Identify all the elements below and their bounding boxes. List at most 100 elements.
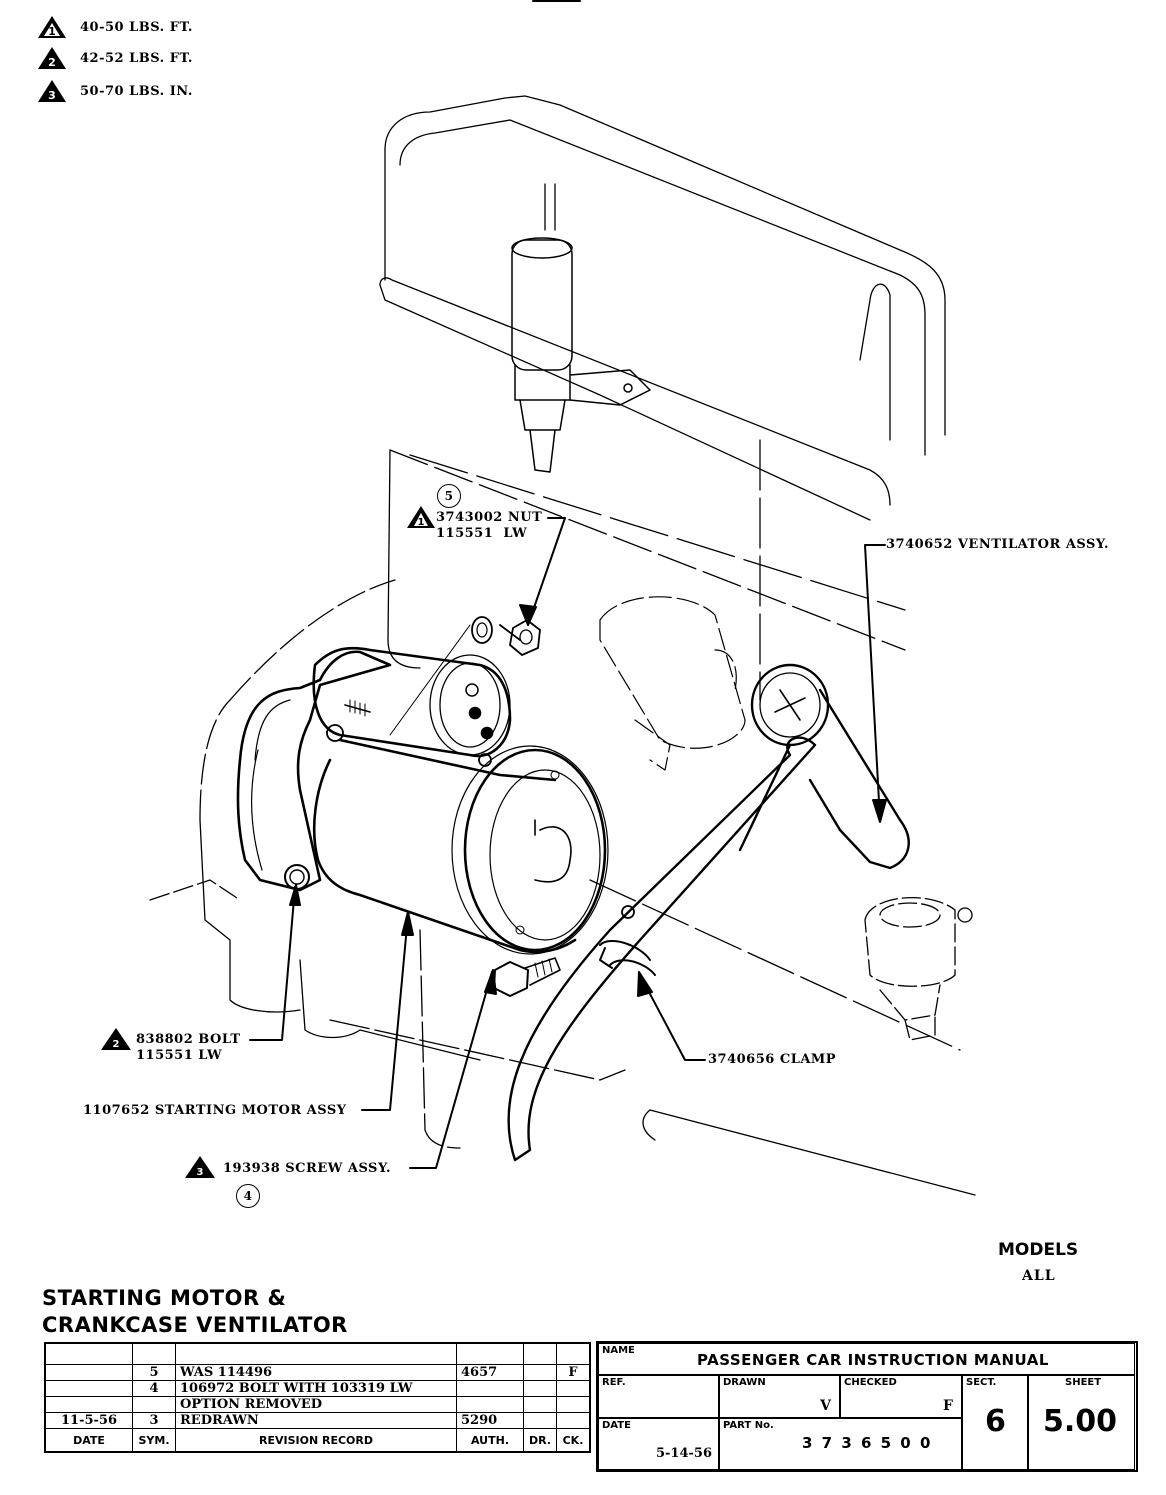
bolt-callout-line1: 838802 BOLT [136, 1032, 241, 1047]
part-number-cell: PART No. 3 7 3 6 5 0 0 [719, 1418, 962, 1470]
torque-legend-item: 1 40-50 LBS. FT. [36, 14, 193, 40]
table-row: 4 106972 BOLT WITH 103319 LW [44, 1380, 591, 1397]
svg-text:1: 1 [418, 517, 425, 528]
rev-ck: F [556, 1364, 591, 1381]
date-cell: DATE 5-14-56 [598, 1418, 719, 1470]
rev-desc [175, 1342, 457, 1365]
rev-desc: REDRAWN [175, 1412, 457, 1429]
nut-callout-line2: 115551 LW [436, 526, 528, 541]
rev-desc: 106972 BOLT WITH 103319 LW [175, 1380, 457, 1397]
part-number-value: 3 7 3 6 5 0 0 [802, 1434, 933, 1452]
rev-auth: 5290 [456, 1412, 524, 1429]
header-dr: DR. [523, 1428, 557, 1453]
torque-spec: 40-50 LBS. FT. [80, 19, 193, 35]
name-value: PASSENGER CAR INSTRUCTION MANUAL [697, 1351, 1049, 1369]
ventilator-callout: 3740652 VENTILATOR ASSY. [886, 537, 1110, 552]
checked-cell: CHECKED F [840, 1375, 962, 1418]
name-label: NAME [602, 1345, 635, 1356]
rev-dr [523, 1364, 557, 1381]
nut-callout-line1: 3743002 NUT [436, 510, 543, 525]
svg-text:1: 1 [48, 25, 56, 38]
bolt-callout: 838802 BOLT 115551 LW [136, 1032, 241, 1064]
table-row: OPTION REMOVED [44, 1396, 591, 1413]
bolt-callout-line2: 115551 LW [136, 1048, 223, 1063]
nut-callout: 3743002 NUT 115551 LW [436, 510, 542, 542]
rev-desc: OPTION REMOVED [175, 1396, 457, 1413]
title-name-block: NAME PASSENGER CAR INSTRUCTION MANUAL RE… [596, 1341, 1138, 1472]
header-ck: CK. [556, 1428, 591, 1453]
section-label: SECT. [966, 1377, 997, 1388]
rev-desc: WAS 114496 [175, 1364, 457, 1381]
torque-legend-item: 3 50-70 LBS. IN. [36, 78, 193, 104]
sheet-cell: SHEET 5.00 [1028, 1375, 1135, 1470]
revision-circle-5: 5 [437, 484, 461, 508]
header-sym: SYM. [132, 1428, 176, 1453]
header-date: DATE [44, 1428, 133, 1453]
header-auth: AUTH. [456, 1428, 524, 1453]
svg-text:3: 3 [48, 89, 56, 102]
rev-sym: 4 [132, 1380, 176, 1397]
rev-sym [132, 1396, 176, 1413]
rev-ck [556, 1396, 591, 1413]
rev-ck [556, 1342, 591, 1365]
ref-cell: REF. [598, 1375, 719, 1418]
section-cell: SECT. 6 [962, 1375, 1028, 1470]
rev-date [44, 1396, 133, 1413]
models-value: ALL [1022, 1268, 1056, 1284]
drawing-title-line1: STARTING MOTOR & [42, 1286, 287, 1310]
torque-spec: 50-70 LBS. IN. [80, 83, 193, 99]
svg-text:2: 2 [113, 1039, 120, 1050]
torque-legend-item: 2 42-52 LBS. FT. [36, 45, 193, 71]
date-label: DATE [602, 1420, 631, 1431]
nut-and-lockwasher-drawing [389, 616, 541, 736]
rev-date: 11-5-56 [44, 1412, 133, 1429]
drawn-cell: DRAWN V [719, 1375, 840, 1418]
rev-auth [456, 1342, 524, 1365]
checked-label: CHECKED [844, 1377, 897, 1388]
name-cell: NAME PASSENGER CAR INSTRUCTION MANUAL [598, 1343, 1135, 1375]
starting-motor-drawing [236, 646, 609, 955]
rev-auth [456, 1380, 524, 1397]
starting-motor-callout: 1107652 STARTING MOTOR ASSY [83, 1103, 347, 1118]
rev-auth: 4657 [456, 1364, 524, 1381]
screw-callout: 193938 SCREW ASSY. [223, 1161, 392, 1176]
oil-filler-tube [511, 237, 651, 473]
ventilator-assembly-drawing [507, 663, 973, 1162]
clamp-callout: 3740656 CLAMP [708, 1052, 837, 1067]
checked-value: F [943, 1398, 953, 1414]
revision-record-table: 5 WAS 114496 4657 F 4 106972 BOLT WITH 1… [44, 1342, 591, 1453]
part-number-label: PART No. [723, 1420, 774, 1431]
sheet-label: SHEET [1065, 1377, 1102, 1388]
drawn-value: V [820, 1398, 831, 1414]
table-row [44, 1342, 591, 1365]
leader-lines [249, 517, 887, 1169]
header-revision-record: REVISION RECORD [175, 1428, 457, 1453]
sheet-value: 5.00 [1043, 1404, 1118, 1439]
torque-triangle-2-icon: 2 [36, 45, 68, 71]
torque-spec: 42-52 LBS. FT. [80, 50, 193, 66]
svg-text:2: 2 [48, 56, 56, 69]
engine-block-outline [149, 95, 976, 1196]
revision-circle-4: 4 [236, 1184, 260, 1208]
torque-triangle-3-icon: 3 [36, 78, 68, 104]
table-row: 5 WAS 114496 4657 F [44, 1364, 591, 1381]
section-value: 6 [985, 1404, 1006, 1439]
svg-text:3: 3 [197, 1167, 204, 1178]
rev-auth [456, 1396, 524, 1413]
bolt-torque-triangle-icon: 2 [100, 1027, 132, 1055]
models-label: MODELS [998, 1240, 1079, 1260]
torque-triangle-1-icon: 1 [36, 14, 68, 40]
rev-date [44, 1342, 133, 1365]
nut-torque-triangle-icon: 1 [406, 505, 436, 533]
rev-dr [523, 1380, 557, 1397]
screw-assembly-drawing [493, 957, 561, 997]
date-value: 5-14-56 [655, 1446, 712, 1461]
drawing-title: STARTING MOTOR & CRANKCASE VENTILATOR [42, 1285, 348, 1339]
rev-ck [556, 1412, 591, 1429]
ref-label: REF. [602, 1377, 626, 1388]
rev-dr [523, 1342, 557, 1365]
table-header-row: DATE SYM. REVISION RECORD AUTH. DR. CK. [44, 1428, 591, 1453]
rev-sym: 3 [132, 1412, 176, 1429]
rev-ck [556, 1380, 591, 1397]
